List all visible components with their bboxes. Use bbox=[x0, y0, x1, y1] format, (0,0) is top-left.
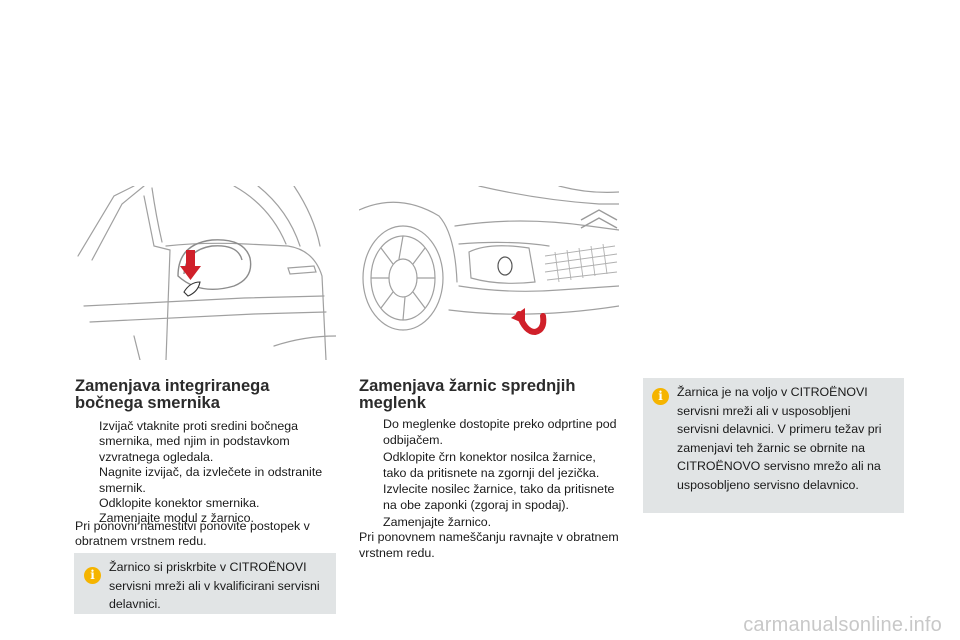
left-heading-line1: Zamenjava integriranega bbox=[75, 377, 270, 395]
left-after-text: Pri ponovni namestitvi ponovite postopek… bbox=[75, 519, 310, 549]
right-info-box: i Žarnica je na voljo v CITROËNOVI servi… bbox=[643, 378, 904, 513]
list-item: Izvijač vtaknite proti sredini bočnega s… bbox=[99, 419, 299, 464]
red-curved-arrow-icon bbox=[511, 308, 547, 336]
left-steps-list: Izvijač vtaknite proti sredini bočnega s… bbox=[75, 419, 337, 527]
mirror-illustration bbox=[74, 186, 336, 360]
info-icon: i bbox=[652, 388, 669, 405]
list-item: Odklopite črn konektor nosilca žarnice, … bbox=[383, 449, 600, 480]
red-down-arrow-icon bbox=[180, 250, 201, 280]
list-item: Zamenjajte žarnico. bbox=[383, 514, 492, 529]
info-icon: i bbox=[84, 567, 101, 584]
list-item: Nagnite izvijač, da izvlečete in odstran… bbox=[99, 465, 323, 495]
left-heading: Zamenjava integriranega bočnega smernika bbox=[75, 378, 269, 412]
left-info-text: Žarnico si priskrbite v CITROËNOVI servi… bbox=[109, 560, 320, 611]
watermark: carmanualsonline.info bbox=[743, 614, 942, 636]
right-info-text: Žarnica je na voljo v CITROËNOVI servisn… bbox=[677, 385, 882, 492]
middle-heading: Zamenjava žarnic sprednjih meglenk bbox=[359, 378, 575, 412]
foglamp-illustration bbox=[359, 186, 619, 360]
middle-heading-line2: meglenk bbox=[359, 394, 426, 412]
list-item: Odklopite konektor smernika. bbox=[99, 496, 260, 511]
list-item: Izvlecite nosilec žarnice, tako da priti… bbox=[383, 482, 615, 513]
middle-heading-line1: Zamenjava žarnic sprednjih bbox=[359, 377, 576, 395]
left-heading-line2: bočnega smernika bbox=[75, 394, 220, 412]
middle-after-text: Pri ponovnem nameščanju ravnajte v obrat… bbox=[359, 530, 619, 561]
list-item: Zamenjajte modul z žarnico. bbox=[99, 511, 254, 526]
middle-steps-list: Do meglenke dostopite preko odprtine pod… bbox=[359, 416, 621, 530]
left-info-box: i Žarnico si priskrbite v CITROËNOVI ser… bbox=[74, 553, 336, 614]
list-item: Do meglenke dostopite preko odprtine pod… bbox=[383, 417, 617, 448]
